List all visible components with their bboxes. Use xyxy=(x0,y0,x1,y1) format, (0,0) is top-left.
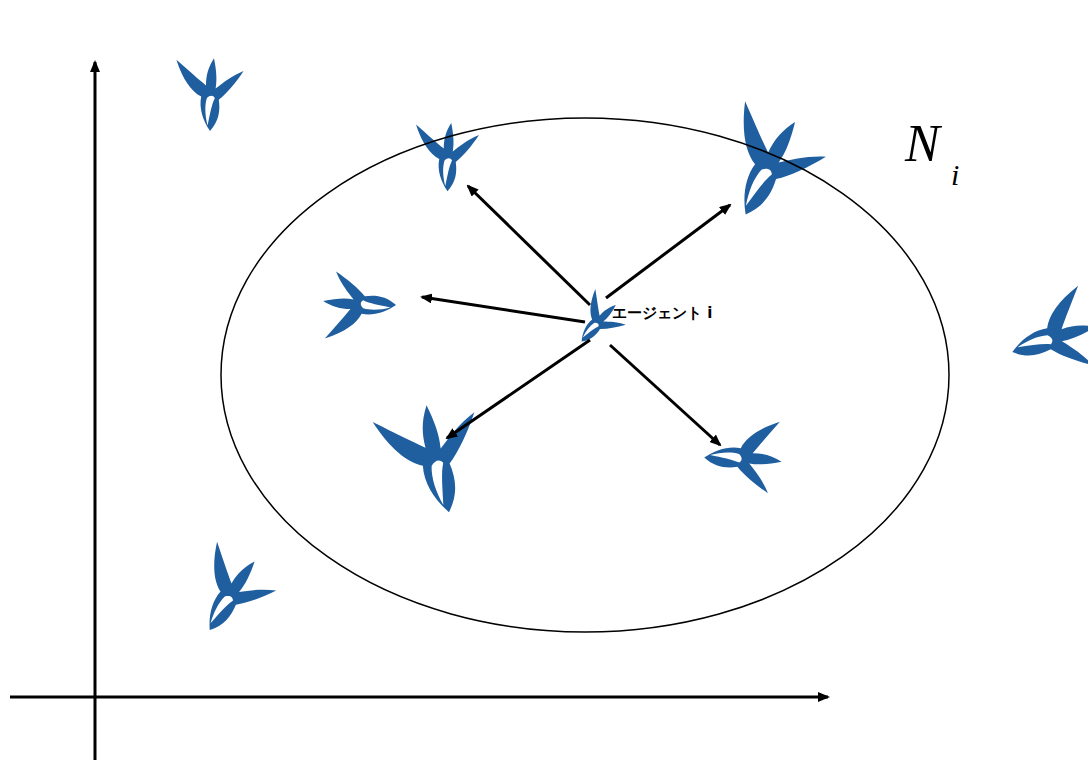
bird xyxy=(416,123,479,191)
agent-name: エージェント i xyxy=(612,306,712,321)
bird xyxy=(999,285,1088,390)
arrow xyxy=(422,297,585,322)
bird xyxy=(372,394,498,526)
arrow xyxy=(447,340,590,438)
arrow xyxy=(610,345,720,445)
arrow xyxy=(606,205,730,298)
bird xyxy=(177,540,283,649)
arrow xyxy=(468,186,590,305)
set-subscript: i xyxy=(951,160,959,190)
bird xyxy=(176,58,243,131)
bird xyxy=(702,99,834,235)
y-axis xyxy=(94,62,97,760)
ellipse-outline xyxy=(220,117,950,633)
bird xyxy=(323,271,396,338)
agent-bird xyxy=(564,288,632,356)
bird xyxy=(704,422,781,493)
agent-label: エージェント i xyxy=(612,306,744,334)
set-symbol: N xyxy=(905,118,940,170)
neighborhood-ellipse: Niエージェント i xyxy=(220,117,950,633)
ellipse-line xyxy=(221,118,949,632)
x-axis xyxy=(10,696,828,699)
